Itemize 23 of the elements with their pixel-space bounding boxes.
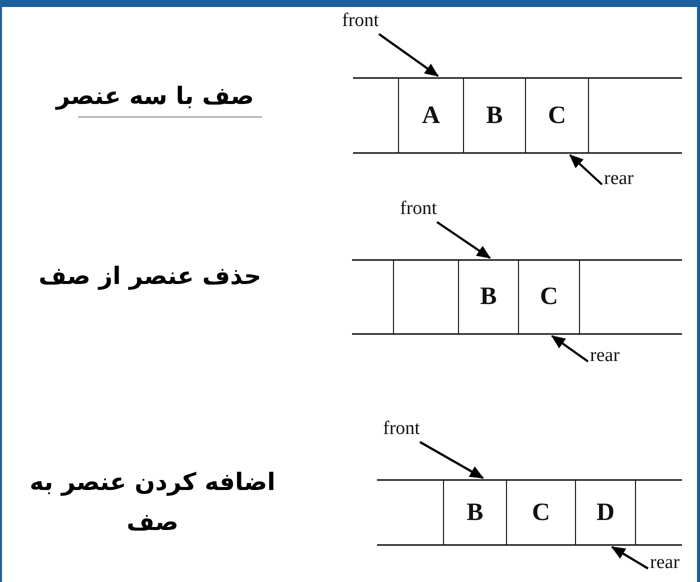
pointer-label: rear [604,168,634,190]
cell-letter: A [422,102,440,130]
pointer-label: front [342,10,379,32]
cell-letter: C [548,102,566,130]
cell-letter: C [532,498,550,526]
pointer-label: front [383,418,420,440]
caption-text: حذف عنصر از صف [38,261,262,292]
caption-text: صف با سه عنصر [54,81,255,112]
cell-letter: B [480,283,497,311]
pointer-arrow [611,546,649,570]
pointer-arrow [436,221,491,259]
cell-letter: B [466,498,484,526]
cell-letter: B [486,102,503,130]
cell-letter: D [596,498,615,526]
pointer-arrow [569,154,603,186]
pointer-arrow [419,441,484,479]
pointer-label: rear [590,345,620,367]
caption-text: اضافه کردن عنصر به صف [28,467,276,538]
pointer-label: front [400,198,437,220]
pointer-label: rear [650,552,680,574]
pointer-arrow [551,335,589,362]
pointer-arrow [378,33,439,77]
cell-letter: C [540,283,558,311]
